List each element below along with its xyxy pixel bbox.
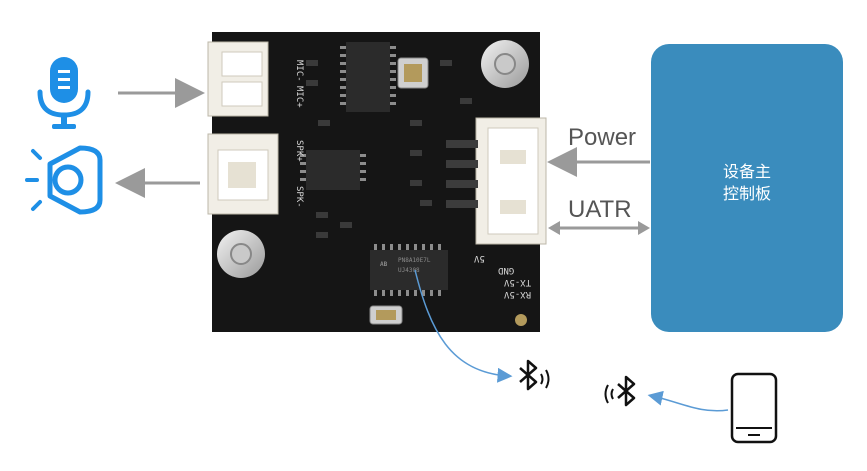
speaker-icon [25,145,103,215]
chip-main-label: PN8A10E7L [398,257,431,264]
phone-bluetooth-link [647,390,729,412]
device-main-control-board: 设备主 控制板 [651,44,843,332]
bluetooth-module-icon [519,359,550,391]
bluetooth-phone-icon [604,375,636,407]
main-board-label-line1: 设备主 [722,164,771,181]
silk-pin-gnd: GND [498,265,514,275]
silk-pin-tx: TX-5V [503,277,531,287]
bluetooth-antenna-link [414,269,513,383]
silk-mic-plus: MIC+ [294,86,304,108]
silk-pin-rx: RX-5V [503,289,531,299]
power-label: Power [568,124,637,151]
microphone-icon [37,57,91,129]
silk-spk-plus: SPK+ [294,140,304,162]
smartphone-icon [730,372,778,444]
silk-mic-minus: MIC- [294,60,304,82]
svg-text:AB: AB [380,261,388,268]
silk-pin-5v: 5V [473,253,484,263]
silk-spk-minus: SPK- [294,186,304,208]
uart-double-arrow [548,221,650,235]
main-board-label-line2: 控制板 [722,186,771,203]
main-board-label: 设备主 控制板 [651,162,843,206]
chip-main-sublabel: UJ4308 [398,267,420,274]
uatr-label: UATR [568,196,632,223]
pcb-module: AB PN8A10E7L UJ4308 MIC- MIC+ SPK+ SPK- … [207,32,547,332]
